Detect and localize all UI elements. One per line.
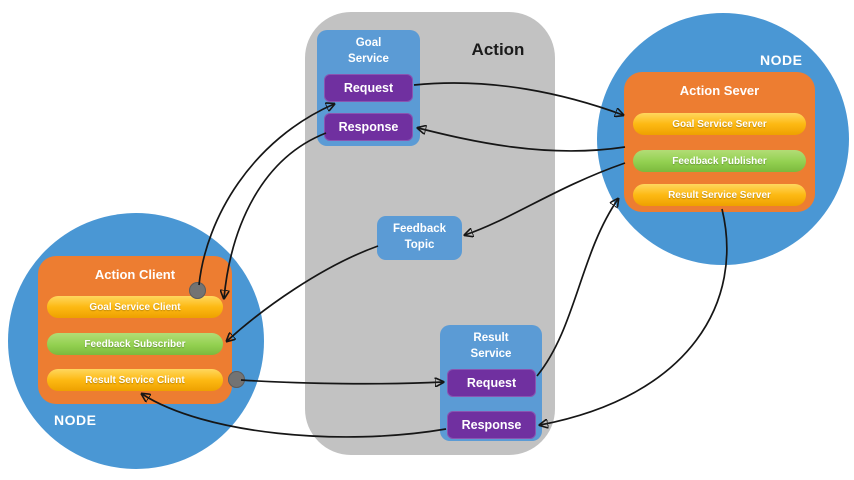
goal-service-client-pill: Goal Service Client <box>47 296 223 318</box>
feedback-topic-title: Feedback Topic <box>392 223 447 251</box>
action-server-box: Action Sever Goal Service Server Feedbac… <box>624 72 815 212</box>
goal-service-box: Goal Service Request Response <box>317 30 420 146</box>
goal-client-connector-dot <box>189 282 206 299</box>
action-server-title: Action Sever <box>679 83 760 98</box>
goal-response-button: Response <box>324 113 413 141</box>
feedback-subscriber-pill: Feedback Subscriber <box>47 333 223 355</box>
feedback-topic-box: Feedback Topic <box>377 216 462 260</box>
result-service-title: Result Service <box>470 332 512 360</box>
result-request-button: Request <box>447 369 536 397</box>
goal-service-server-pill: Goal Service Server <box>633 113 806 135</box>
action-client-box: Action Client Goal Service Client Feedba… <box>38 256 232 404</box>
result-service-server-pill: Result Service Server <box>633 184 806 206</box>
server-node-label: NODE <box>760 52 803 68</box>
goal-request-button: Request <box>324 74 413 102</box>
feedback-publisher-pill: Feedback Publisher <box>633 150 806 172</box>
result-service-client-pill: Result Service Client <box>47 369 223 391</box>
result-response-button: Response <box>447 411 536 439</box>
action-client-title: Action Client <box>94 267 176 282</box>
action-panel-title: Action <box>471 40 525 59</box>
goal-service-title: Goal Service <box>348 37 389 65</box>
result-service-box: Result Service Request Response <box>440 325 542 441</box>
client-node-label: NODE <box>54 412 97 428</box>
result-client-connector-dot <box>228 371 245 388</box>
